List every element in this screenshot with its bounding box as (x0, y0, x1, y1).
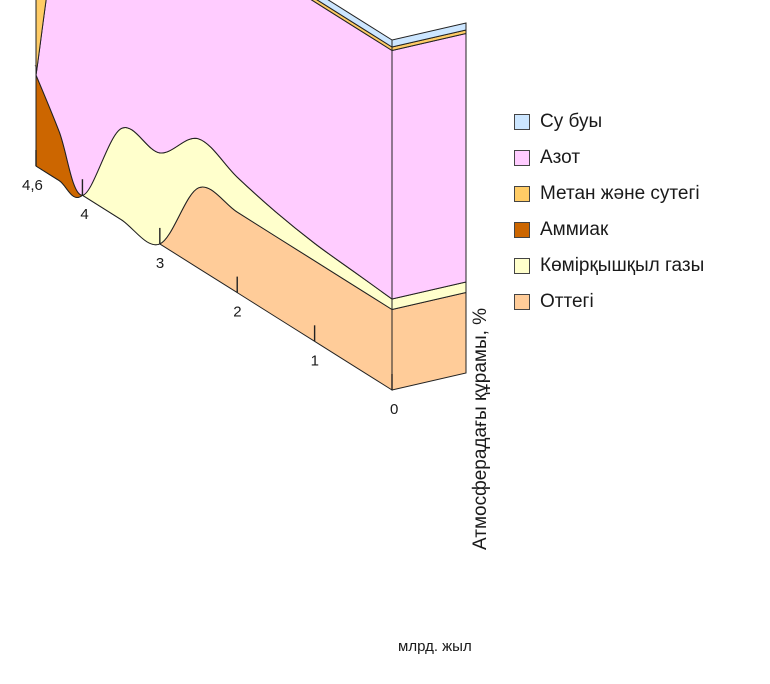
legend-swatch-oxygen (514, 294, 530, 310)
x-tick-label: 4,6 (22, 177, 43, 194)
legend-swatch-ammonia (514, 222, 530, 238)
right-face-Азот (391, 32, 467, 300)
x-axis-ticks: 4,6 4 3 2 1 0 (22, 150, 398, 418)
x-axis-unit-label: млрд. жыл (398, 638, 472, 655)
legend-swatch-carbon-dioxide (514, 258, 530, 274)
legend-item-ammonia: Аммиак (514, 212, 704, 248)
legend-swatch-nitrogen (514, 150, 530, 166)
legend-item-methane-hydrogen: Метан және сутегі (514, 176, 704, 212)
x-tick-label: 1 (311, 352, 319, 369)
y-axis-label: Атмосферадағы құрамы, % (470, 308, 491, 550)
legend-swatch-methane-hydrogen (514, 186, 530, 202)
area-layers (35, 0, 393, 391)
x-tick-label: 2 (233, 304, 241, 321)
x-tick-label: 3 (156, 255, 164, 272)
legend-item-nitrogen: Азот (514, 140, 704, 176)
legend-label-oxygen: Оттегі (540, 291, 594, 312)
legend-swatch-water-vapour (514, 114, 530, 130)
legend-label-carbon-dioxide: Көмірқышқыл газы (540, 255, 705, 276)
right-face-Су-буы (391, 22, 467, 48)
x-tick-label: 4 (80, 206, 88, 223)
legend-item-water-vapour: Су буы (514, 104, 704, 140)
block-right-face (391, 22, 467, 391)
legend-label-methane-hydrogen: Метан және сутегі (540, 183, 700, 204)
chart-legend: Су буы Азот Метан және сутегі Аммиак Көм… (514, 104, 704, 320)
legend-item-oxygen: Оттегі (514, 284, 704, 320)
x-tick-label: 0 (390, 401, 398, 418)
area-layer-Метан-және-сутегі (35, 0, 393, 76)
legend-label-nitrogen: Азот (540, 147, 581, 168)
legend-label-ammonia: Аммиак (540, 219, 609, 240)
legend-label-water-vapour: Су буы (540, 111, 603, 132)
legend-item-carbon-dioxide: Көмірқышқыл газы (514, 248, 704, 284)
